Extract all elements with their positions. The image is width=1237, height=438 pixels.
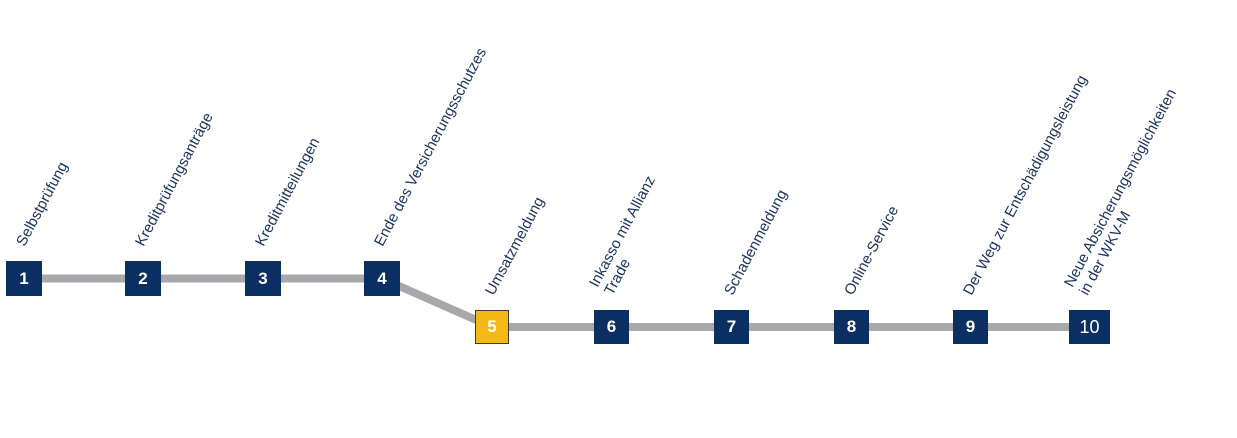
timeline-connector-line [24,274,1090,331]
step-8-box[interactable]: 8 [834,310,869,344]
step-10-box[interactable]: 10 [1069,310,1110,344]
step-7-box[interactable]: 7 [714,310,749,344]
step-9-box[interactable]: 9 [953,310,988,344]
step-4-box[interactable]: 4 [364,261,400,296]
step-5-box[interactable]: 5 [475,310,509,344]
step-2-box[interactable]: 2 [125,261,161,296]
step-3-box[interactable]: 3 [245,261,281,296]
step-1-box[interactable]: 1 [6,261,42,296]
step-6-box[interactable]: 6 [594,310,629,344]
